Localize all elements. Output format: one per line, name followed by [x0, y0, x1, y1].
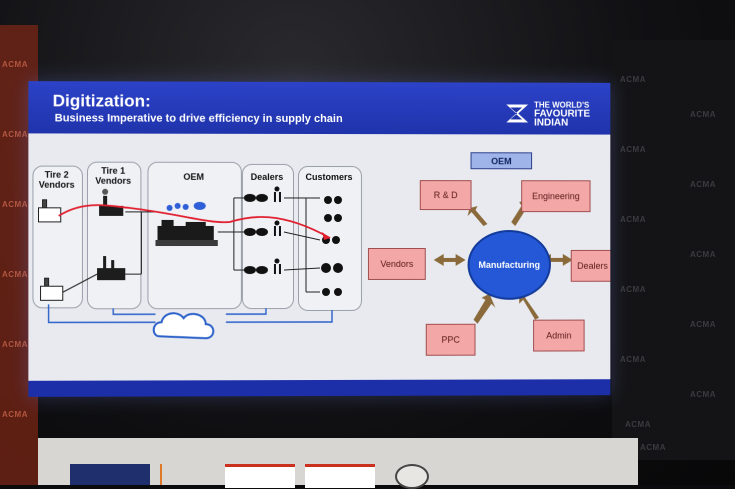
node-dealers: Dealers — [571, 250, 611, 282]
projection-screen: Digitization: Business Imperative to dri… — [28, 81, 610, 397]
node-rnd: R & D — [420, 180, 472, 210]
slide-footer-bar — [28, 379, 610, 397]
wall-logo-text: ACMA — [690, 250, 716, 259]
wall-logo-text: ACMA — [625, 420, 651, 429]
dealer-person-icon — [274, 186, 281, 274]
sponsor-logo — [70, 464, 150, 485]
wall-logo-text: ACMA — [2, 340, 28, 349]
wall-logo-text: ACMA — [2, 410, 28, 419]
wall-logo-text: ACMA — [2, 270, 28, 279]
wall-logo-text: ACMA — [620, 355, 646, 364]
wall-logo-text: ACMA — [690, 390, 716, 399]
cloud-icon — [154, 313, 214, 338]
wall-logo-text: ACMA — [620, 285, 646, 294]
sponsor-logo — [305, 464, 375, 488]
hub-manufacturing: Manufacturing — [468, 230, 551, 300]
node-engineering: Engineering — [521, 180, 590, 212]
rider-icon — [321, 196, 343, 296]
node-vendors: Vendors — [368, 248, 426, 280]
industrial-plant-icon — [97, 189, 125, 280]
wall-logo-text: ACMA — [2, 200, 28, 209]
wall-logo-text: ACMA — [640, 443, 666, 452]
wall-logo-text: ACMA — [690, 320, 716, 329]
right-wall — [612, 40, 735, 460]
node-ppc: PPC — [426, 324, 476, 356]
wall-logo-text: ACMA — [690, 180, 716, 189]
sponsor-logo — [395, 464, 429, 489]
wall-logo-text: ACMA — [2, 130, 28, 139]
sponsor-logo — [225, 464, 295, 488]
oem-badge: OEM — [471, 152, 533, 169]
wall-logo-text: ACMA — [620, 75, 646, 84]
wall-logo-text: ACMA — [690, 110, 716, 119]
wall-logo-text: ACMA — [2, 60, 28, 69]
node-admin: Admin — [533, 320, 585, 352]
motorcycle-icon — [244, 194, 268, 274]
sponsor-logo — [160, 464, 202, 485]
wall-logo-text: ACMA — [620, 215, 646, 224]
assembly-line-icon — [155, 202, 217, 246]
wall-logo-text: ACMA — [620, 145, 646, 154]
